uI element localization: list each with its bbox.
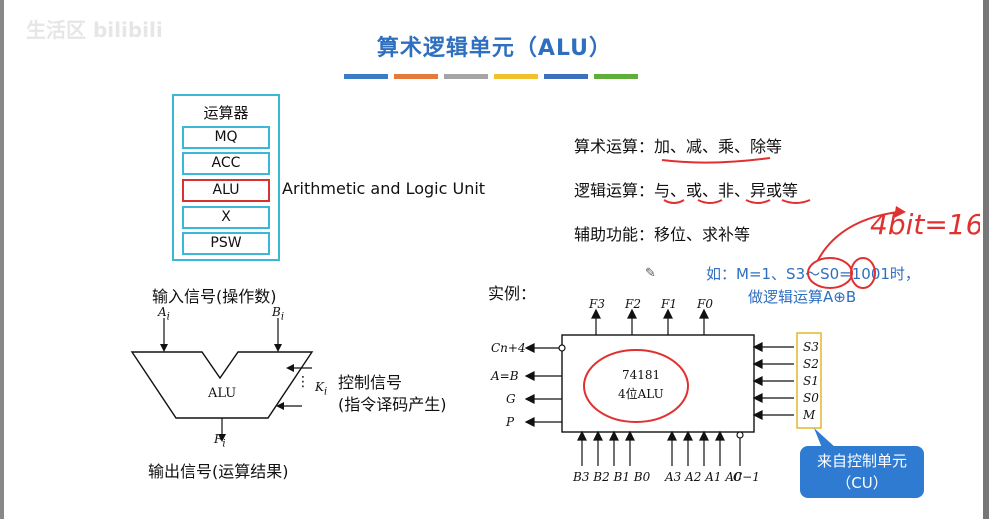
alu-v-shape [130, 351, 314, 419]
example-note-1: 如：M=1、S3～S0=1001时， [706, 265, 920, 283]
register-psw: PSW [182, 232, 270, 255]
title-bar-3 [444, 74, 488, 79]
chip-name-annotation [583, 349, 689, 423]
alu-symbol-diagram [130, 318, 314, 442]
processor-register-box: 运算器 MQ ACC ALU X PSW [172, 94, 280, 261]
function-arith: 算术运算：加、减、乘、除等 [574, 137, 783, 156]
left-pins [524, 343, 566, 427]
pin-s3: S3 [803, 340, 819, 354]
pencil-icon: ✎ [645, 266, 656, 281]
bottom-pins [577, 430, 744, 466]
circle-s-pins [807, 257, 853, 289]
control-arrowhead-bottom [276, 402, 284, 410]
pin-f0: F0 [697, 297, 713, 311]
input-a-arrowhead [160, 344, 168, 352]
pin-g: G [506, 392, 516, 406]
pin-m: M [803, 408, 816, 422]
pin-s1: S1 [803, 374, 819, 388]
chip-74181-diagram [524, 308, 822, 466]
pins-a: A3 A2 A1 A0 [665, 470, 742, 484]
pin-f1: F1 [661, 297, 677, 311]
circle-value [850, 257, 876, 289]
underline-arith [661, 157, 771, 164]
underline-logic [663, 199, 811, 204]
pins-b: B3 B2 B1 B0 [573, 470, 651, 484]
s-pins-highlight [796, 332, 822, 429]
control-dots: ⋮ [296, 374, 310, 390]
window-left-edge [0, 0, 4, 519]
title-bar-1 [344, 74, 388, 79]
pin-s2: S2 [803, 357, 819, 371]
pin-f3: F3 [589, 297, 605, 311]
watermark: 生活区 bilibili [26, 18, 163, 42]
cu-callout: 来自控制单元（CU） [800, 446, 924, 498]
control-signal-label: 控制信号 [338, 373, 403, 392]
title-bar-4 [494, 74, 538, 79]
example-note-2: 做逻辑运算A⊕B [748, 288, 857, 306]
top-pins [591, 308, 709, 335]
chip-body [561, 334, 755, 433]
alu-center-label: ALU [208, 386, 237, 401]
annotation-arrow [817, 211, 899, 261]
window-right-edge [983, 0, 989, 519]
right-pins [752, 342, 794, 420]
title-bar-2 [394, 74, 438, 79]
input-signal-label: 输入信号(操作数) [152, 287, 277, 306]
pin-aeqb: A=B [491, 369, 519, 383]
slide-title: 算术逻辑单元（ALU） [376, 36, 613, 61]
chip-description: 4位ALU [618, 387, 664, 401]
control-k-label: Ki [315, 380, 328, 398]
title-bar-5 [544, 74, 588, 79]
input-b-arrowhead [274, 344, 282, 352]
output-arrowhead [218, 434, 226, 442]
input-b-label: Bi [272, 305, 285, 323]
register-mq: MQ [182, 126, 270, 149]
pin-s0: S0 [803, 391, 819, 405]
callout-pointer [814, 428, 836, 448]
input-a-label: Ai [158, 305, 170, 323]
output-f-label: Fi [214, 432, 226, 450]
control-signal-source: (指令译码产生) [338, 395, 447, 414]
function-logic: 逻辑运算：与、或、非、异或等 [574, 181, 799, 200]
alu-full-name: Arithmetic and Logic Unit [282, 179, 486, 198]
register-alu: ALU [182, 179, 270, 202]
processor-heading: 运算器 [203, 104, 249, 122]
handwritten-note: 4bit=16 [870, 208, 980, 241]
pin-p: P [506, 415, 515, 429]
pin-cn4: Cn+4 [491, 341, 526, 355]
control-arrowhead-top [286, 364, 294, 372]
pin-carry-in: C−1 [733, 470, 760, 484]
function-aux: 辅助功能：移位、求补等 [574, 225, 751, 244]
pin-f2: F2 [625, 297, 641, 311]
register-x: X [182, 206, 270, 229]
example-label: 实例： [488, 284, 537, 303]
annotation-arrowhead [894, 206, 906, 218]
title-bar-6 [594, 74, 638, 79]
chip-model: 74181 [622, 368, 661, 382]
output-signal-label: 输出信号(运算结果) [148, 462, 289, 481]
handwritten-annotations: 4bit=16 [661, 157, 980, 289]
register-acc: ACC [182, 152, 270, 175]
